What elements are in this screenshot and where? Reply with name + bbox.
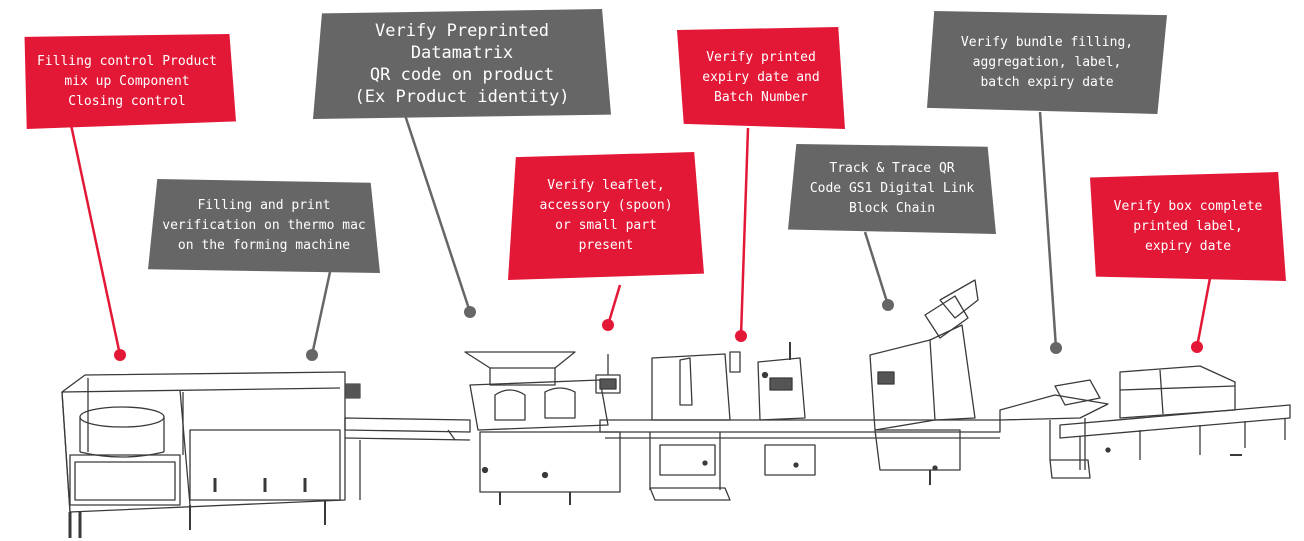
pointer-line-expiry-batch (739, 127, 750, 337)
packaging-line-machinery (62, 280, 1290, 538)
pointer-line-track-trace (863, 231, 890, 306)
pointer-line-thermo-verification (310, 271, 332, 356)
pointer-dot-expiry-batch (735, 330, 747, 342)
conveyor-1 (345, 418, 470, 500)
printer-coder-station (652, 342, 805, 420)
callout-filling-control: Filling control Product mix up Component… (24, 34, 236, 129)
callout-bundle: Verify bundle filling, aggregation, labe… (927, 11, 1167, 114)
pointer-dot-box-complete (1191, 341, 1203, 353)
thermoforming-machine (62, 372, 360, 538)
pointer-line-datamatrix (403, 114, 472, 313)
callout-box-complete: Verify box complete printed label, expir… (1090, 172, 1286, 281)
pointer-line-bundle (1038, 111, 1058, 349)
bundling-machine (1000, 380, 1108, 478)
pointer-dot-datamatrix (464, 306, 476, 318)
cartoner-machine (870, 280, 978, 485)
pointer-line-leaflet (606, 284, 622, 326)
pointer-dot-leaflet (602, 319, 614, 331)
callout-leaflet: Verify leaflet, accessory (spoon) or sma… (508, 152, 704, 280)
pointer-dot-track-trace (882, 299, 894, 311)
callout-datamatrix: Verify Preprinted Datamatrix QR code on … (313, 9, 611, 119)
pointer-line-filling-control (68, 119, 122, 356)
case-packer-machine (1060, 366, 1290, 470)
leaflet-feeder-machine (465, 352, 620, 505)
callout-expiry-batch: Verify printed expiry date and Batch Num… (677, 27, 845, 129)
callout-track-trace: Track & Trace QR Code GS1 Digital Link B… (788, 144, 996, 234)
pointer-dot-bundle (1050, 342, 1062, 354)
callout-pointers (68, 111, 1212, 361)
pointer-dot-thermo-verification (306, 349, 318, 361)
pointer-dot-filling-control (114, 349, 126, 361)
main-conveyor (600, 420, 1000, 500)
pointer-line-box-complete (1195, 277, 1212, 348)
callout-thermo-verification: Filling and print verification on thermo… (148, 179, 380, 273)
